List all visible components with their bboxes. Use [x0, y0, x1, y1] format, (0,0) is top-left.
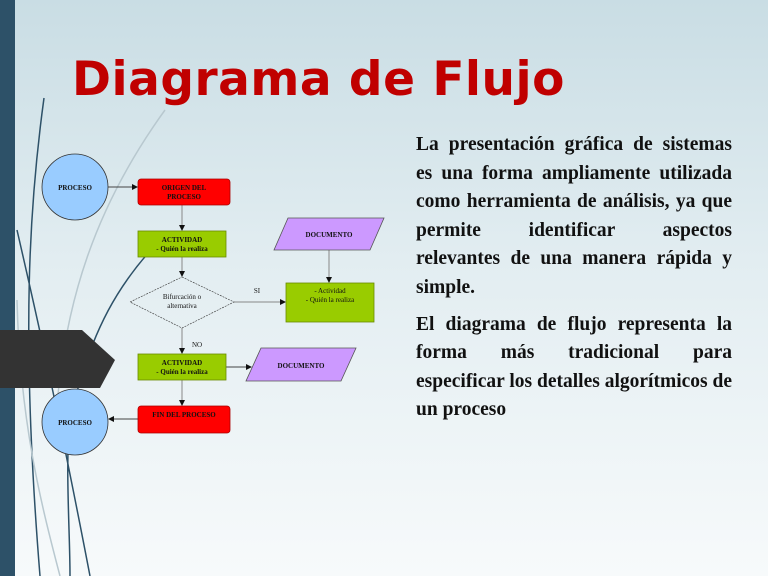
left-accent-bar: [0, 0, 15, 576]
svg-text:- Quién la realiza: - Quién la realiza: [306, 296, 355, 304]
activity-box-2: ACTIVIDAD - Quién la realiza: [137, 353, 227, 381]
decision-diamond: Bifurcación o alternativa: [129, 276, 235, 329]
slide-title: Diagrama de Flujo: [72, 52, 565, 107]
svg-text:FIN DEL PROCESO: FIN DEL PROCESO: [152, 411, 216, 419]
svg-text:alternativa: alternativa: [167, 302, 197, 310]
svg-text:Bifurcación o: Bifurcación o: [163, 293, 202, 301]
yes-label: SI: [254, 287, 261, 295]
svg-text:ACTIVIDAD: ACTIVIDAD: [162, 359, 202, 367]
process-circle-bottom: PROCESO: [41, 388, 109, 456]
process-circle-top: PROCESO: [41, 153, 109, 221]
svg-text:PROCESO: PROCESO: [58, 419, 92, 427]
svg-text:PROCESO: PROCESO: [58, 184, 92, 192]
svg-text:DOCUMENTO: DOCUMENTO: [278, 362, 325, 370]
document-shape-1: DOCUMENTO: [273, 217, 385, 251]
no-label: NO: [192, 341, 202, 349]
svg-text:- Quién la realiza: - Quién la realiza: [156, 368, 208, 376]
paragraph-2: El diagrama de flujo representa la forma…: [416, 313, 732, 421]
svg-text:ORIGEN DEL: ORIGEN DEL: [162, 184, 207, 192]
body-text: La presentación gráfica de sistemas es u…: [416, 131, 732, 433]
svg-text:DOCUMENTO: DOCUMENTO: [306, 231, 353, 239]
end-box: FIN DEL PROCESO: [137, 405, 231, 434]
document-shape-2: DOCUMENTO: [245, 347, 357, 382]
svg-text:- Actividad: - Actividad: [314, 287, 346, 295]
origin-box: ORIGEN DEL PROCESO: [137, 178, 231, 206]
activity-box-right: - Actividad - Quién la realiza: [285, 282, 375, 323]
paragraph-1: La presentación gráfica de sistemas es u…: [416, 134, 732, 298]
svg-text:ACTIVIDAD: ACTIVIDAD: [162, 236, 202, 244]
dark-arrow-shape: [0, 330, 115, 388]
svg-text:PROCESO: PROCESO: [167, 193, 201, 201]
activity-box-1: ACTIVIDAD - Quién la realiza: [137, 230, 227, 258]
svg-text:- Quién la realiza: - Quién la realiza: [156, 245, 208, 253]
